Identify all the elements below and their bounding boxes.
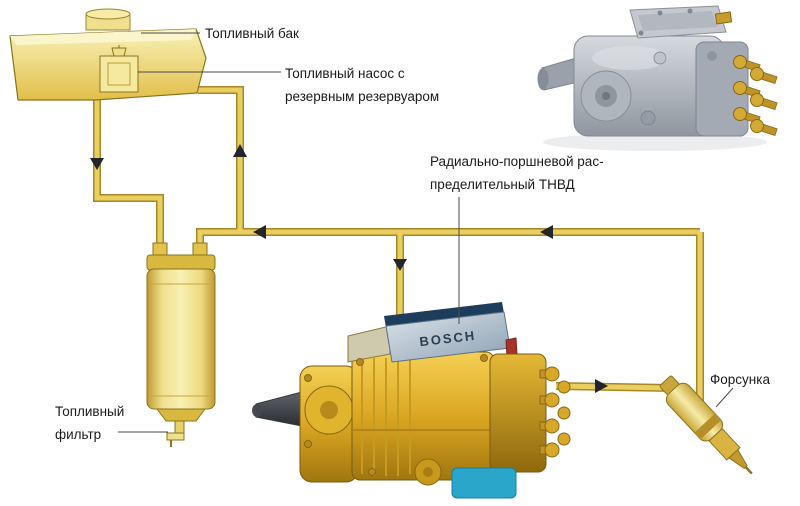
label-fuel-pump-line1: Топливный насос с (285, 66, 405, 81)
engine-top-connector (714, 11, 733, 25)
pump-flange-hub (320, 401, 338, 419)
engine-highlight (592, 46, 668, 70)
filter-drain-tube (174, 420, 185, 435)
pump-ribs (361, 358, 411, 476)
bosch-logo-text: BOSCH (419, 328, 477, 349)
engine-gold-fittings (733, 55, 778, 137)
label-injection-pump-line2: пределительный ТНВД (430, 177, 575, 192)
label-fuel-filter-line2: фильтр (55, 427, 102, 442)
arrow-down-pump-feed-icon (393, 259, 407, 271)
engine-hub-center (602, 92, 610, 100)
label-fuel-tank-text: Топливный бак (205, 26, 299, 41)
leader-injector (715, 387, 734, 408)
fuel-tank-shape (9, 8, 207, 101)
pipe-high-pressure-core (555, 383, 673, 391)
pipe-return-to-tank (198, 86, 244, 232)
arrow-right-highpressure-icon (595, 379, 608, 393)
filter-outlet-nipple (192, 242, 208, 257)
cover-bolt-icon (687, 8, 693, 14)
tank-internal-pump-reservoir (99, 55, 139, 93)
pipe-return-to-tank-core (198, 87, 243, 232)
flow-arrows (90, 144, 608, 393)
pump-drive-shaft (255, 391, 303, 427)
label-injector: Форсунка (710, 368, 770, 391)
injector-shape (659, 375, 753, 475)
filter-bottom-taper (156, 408, 206, 422)
engine-photo-illustration (537, 5, 778, 151)
tank-filler-cap (85, 8, 131, 20)
body-detail (653, 51, 667, 65)
pump-bolts (304, 354, 488, 476)
tank-pump-neck (111, 47, 127, 57)
engine-shadow (543, 133, 767, 151)
label-injector-text: Форсунка (710, 372, 770, 387)
label-fuel-filter: Топливный фильтр (55, 400, 124, 446)
body-bolt-icon (640, 110, 656, 126)
injector-nozzle (728, 448, 748, 469)
cover-bolt-icon (657, 10, 663, 16)
filter-drain-elbow (166, 432, 185, 441)
filter-body (146, 268, 216, 410)
arrow-left-return2-icon (540, 225, 553, 239)
arrow-down-supply-icon (90, 158, 104, 170)
engine-shaft-end (537, 68, 549, 90)
pipe-tank-to-filter (93, 94, 164, 254)
pump-shaft-end (252, 404, 262, 417)
label-fuel-pump-line2: резервным резервуаром (285, 89, 440, 104)
engine-top-cover-inner (638, 11, 717, 31)
pump-outlet-fittings (539, 366, 571, 458)
pump-top-bracket (347, 325, 391, 363)
fuel-filter-shape (146, 242, 216, 447)
leader-lines (118, 32, 734, 433)
injector-band (694, 413, 722, 440)
label-injection-pump-line1: Радиально-поршневой рас- (430, 154, 604, 169)
tank-internal-pump-core (107, 62, 131, 86)
pipe-main-return-line (196, 228, 700, 254)
filter-top-cap (146, 254, 216, 271)
label-fuel-filter-line1: Топливный (55, 404, 125, 419)
arrow-up-return-icon (233, 144, 247, 157)
label-fuel-tank: Топливный бак (205, 22, 299, 45)
pump-distributor-head (489, 353, 547, 473)
head-detail (707, 51, 717, 61)
pump-bottom-cover-hub (423, 467, 433, 477)
injection-pump-shape: BOSCH (252, 302, 571, 499)
label-injection-pump: Радиально-поршневой рас- пределительный … (430, 150, 604, 196)
injector-tip (744, 466, 753, 475)
pump-cyan-solenoid (451, 467, 517, 499)
label-fuel-pump: Топливный насос с резервным резервуаром (285, 62, 439, 108)
arrow-left-return1-icon (253, 225, 266, 239)
filter-inlet-nipple (152, 242, 168, 257)
pipe-tank-to-filter-core (94, 94, 163, 254)
cover-bolt-icon (638, 30, 644, 36)
